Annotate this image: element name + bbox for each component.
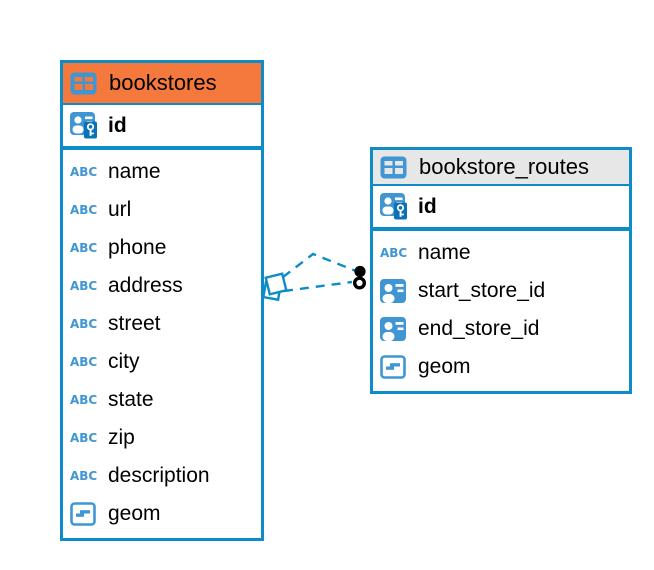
column-name: zip bbox=[108, 426, 135, 449]
column-name: phone bbox=[108, 236, 167, 259]
text-type-icon: ABC bbox=[380, 246, 408, 260]
entity-header-bookstores[interactable]: bookstores bbox=[63, 63, 261, 105]
column-row[interactable]: geom bbox=[373, 348, 629, 386]
column-name: end_store_id bbox=[418, 317, 540, 340]
column-row[interactable]: geom bbox=[63, 495, 261, 533]
entity-bookstores[interactable]: bookstores id ABC bbox=[60, 60, 264, 541]
column-name: geom bbox=[108, 502, 161, 525]
text-type-icon: ABC bbox=[70, 355, 98, 369]
column-name: id bbox=[108, 113, 127, 137]
text-type-icon: ABC bbox=[70, 241, 98, 255]
relationship-line[interactable] bbox=[282, 252, 357, 278]
text-type-icon: ABC bbox=[70, 469, 98, 483]
column-name: name bbox=[108, 160, 161, 183]
column-row[interactable]: ABC street bbox=[63, 305, 261, 343]
column-row[interactable]: ABC name bbox=[63, 153, 261, 191]
text-type-icon: ABC bbox=[70, 317, 98, 331]
column-name: street bbox=[108, 312, 161, 335]
column-name: state bbox=[108, 388, 154, 411]
column-row[interactable]: ABC city bbox=[63, 343, 261, 381]
column-name: description bbox=[108, 464, 210, 487]
column-name: city bbox=[108, 350, 140, 373]
column-row[interactable]: ABC state bbox=[63, 381, 261, 419]
foreign-key-icon bbox=[380, 317, 410, 341]
text-type-icon: ABC bbox=[70, 431, 98, 445]
entity-header-bookstore-routes[interactable]: bookstore_routes bbox=[373, 150, 629, 186]
column-row-pk[interactable]: id bbox=[373, 186, 629, 231]
table-icon bbox=[70, 72, 100, 95]
table-title: bookstores bbox=[109, 70, 217, 95]
column-name: url bbox=[108, 198, 132, 221]
text-type-icon: ABC bbox=[70, 279, 98, 293]
relationship-dot-marker bbox=[353, 265, 367, 290]
primary-key-icon bbox=[70, 112, 100, 139]
relationship-line[interactable] bbox=[283, 280, 353, 293]
column-row[interactable]: ABC phone bbox=[63, 229, 261, 267]
primary-key-icon bbox=[380, 193, 410, 220]
table-title: bookstore_routes bbox=[419, 154, 589, 179]
column-row[interactable]: end_store_id bbox=[373, 310, 629, 348]
column-name: geom bbox=[418, 355, 471, 378]
column-list: ABC name ABC url ABC phone ABC address A… bbox=[63, 150, 261, 538]
column-name: name bbox=[418, 241, 471, 264]
geometry-type-icon bbox=[380, 355, 410, 379]
column-row[interactable]: ABC url bbox=[63, 191, 261, 229]
relationship-diamond-marker bbox=[261, 272, 288, 302]
column-name: start_store_id bbox=[418, 279, 546, 302]
column-list: ABC name start_store_id bbox=[373, 231, 629, 391]
text-type-icon: ABC bbox=[70, 393, 98, 407]
text-type-icon: ABC bbox=[70, 165, 98, 179]
column-name: id bbox=[418, 194, 437, 218]
column-row[interactable]: start_store_id bbox=[373, 272, 629, 310]
text-type-icon: ABC bbox=[70, 203, 98, 217]
column-name: address bbox=[108, 274, 183, 297]
column-row[interactable]: ABC zip bbox=[63, 419, 261, 457]
table-icon bbox=[380, 156, 410, 179]
column-row[interactable]: ABC description bbox=[63, 457, 261, 495]
geometry-type-icon bbox=[70, 502, 100, 526]
foreign-key-icon bbox=[380, 279, 410, 303]
column-row[interactable]: ABC address bbox=[63, 267, 261, 305]
column-row-pk[interactable]: id bbox=[63, 105, 261, 150]
column-row[interactable]: ABC name bbox=[373, 234, 629, 272]
entity-bookstore-routes[interactable]: bookstore_routes id ABC bbox=[370, 147, 632, 394]
